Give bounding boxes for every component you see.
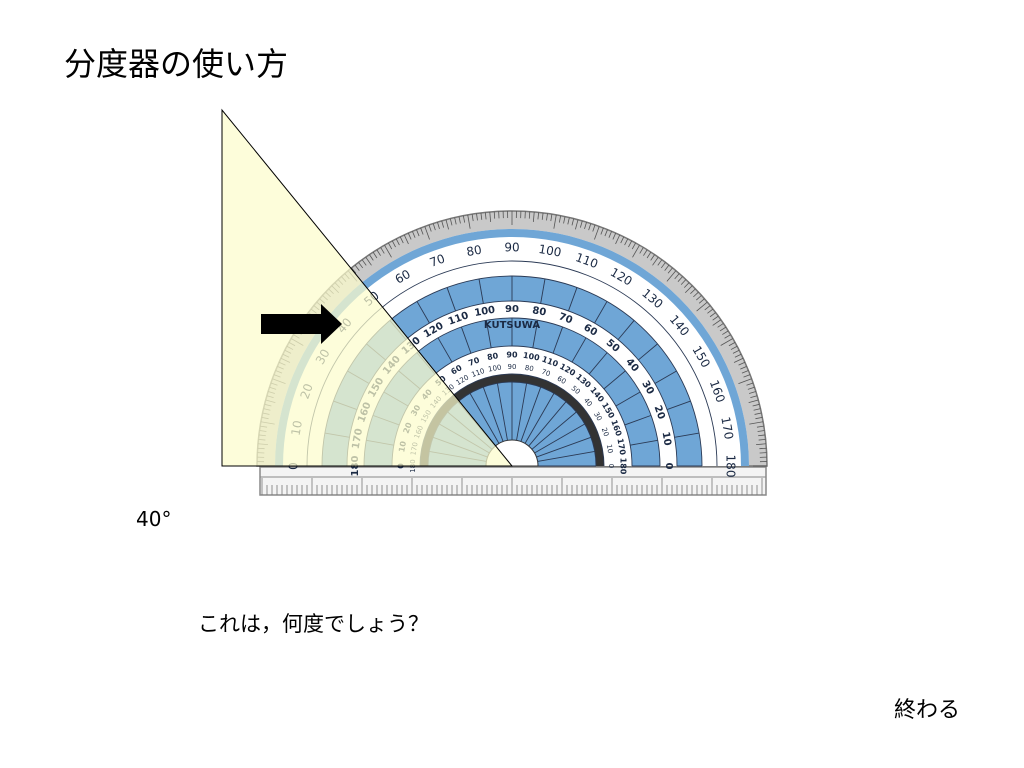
ruler-ticks (260, 476, 766, 495)
small-scale-label: 70 (467, 355, 481, 367)
end-button[interactable]: 終わる (894, 698, 961, 723)
protractor-blue-band-inner (364, 318, 660, 466)
small-scale-inner-label: 40 (582, 396, 594, 408)
small-scale-label: 80 (486, 351, 499, 362)
protractor-blue-band-mid (322, 276, 702, 466)
small-scale-inner-label: 90 (508, 363, 517, 371)
small-scale-label: 170 (615, 438, 627, 456)
protractor-inner-number-band (347, 301, 677, 466)
outer-scale-label: 90 (504, 241, 519, 255)
outer-scale-label: 60 (393, 267, 413, 287)
small-scale-label: 180 (619, 458, 628, 475)
inner-scale-label: 10 (659, 431, 672, 447)
small-scale-inner-label: 50 (570, 384, 582, 396)
arrow-right-icon (261, 304, 342, 344)
ruler-base (259, 466, 767, 496)
small-scale-inner-label: 60 (556, 375, 568, 386)
set-square-triangle (221, 108, 514, 467)
outer-scale-label: 180 (724, 455, 738, 478)
small-scale-inner-label: 80 (524, 364, 534, 373)
inner-scale-label: 100 (474, 305, 497, 319)
small-scale-inner-label: 100 (488, 363, 503, 373)
outer-scale-label: 100 (537, 242, 562, 260)
small-scale-inner-label: 30 (592, 411, 603, 423)
outer-scale-label: 80 (465, 243, 482, 259)
protractor-small-number-band (392, 346, 632, 466)
inner-scale-label: 70 (557, 311, 574, 326)
slide-title: 分度器の使い方 (64, 45, 289, 83)
outer-scale-label: 70 (428, 251, 447, 269)
answer-label: 40° (136, 507, 172, 531)
small-scale-label: 90 (506, 351, 518, 360)
protractor-brand: KUTSUWA (484, 320, 540, 331)
small-scale-inner-label: 20 (600, 427, 611, 438)
inner-scale-label: 80 (531, 305, 547, 318)
small-scale-inner-label: 10 (605, 444, 614, 454)
small-scale-inner-label: 0 (607, 464, 615, 468)
outer-scale-label: 170 (718, 416, 736, 441)
question-text: これは，何度でしょう？ (198, 612, 429, 636)
inner-scale-label: 90 (505, 304, 519, 315)
inner-scale-label: 20 (652, 404, 667, 421)
inner-scale-label: 0 (663, 463, 674, 470)
small-scale-label: 100 (522, 351, 540, 363)
small-scale-inner-label: 70 (540, 368, 551, 379)
